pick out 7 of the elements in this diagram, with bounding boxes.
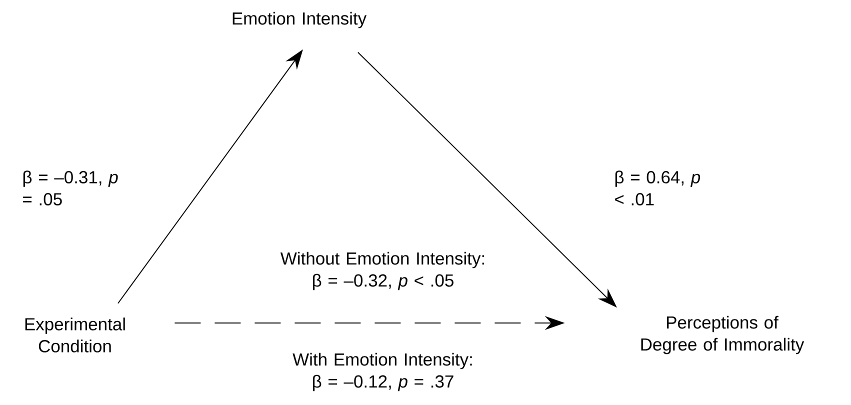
path-label: With Emotion Intensity: β = –0.12, p = .37 <box>292 352 472 392</box>
node-label: Perceptions of Degree of Immorality <box>641 316 804 354</box>
node-label: Emotion Intensity <box>232 12 367 28</box>
edge-label: β = 0.64, p < .01 <box>615 170 700 206</box>
edge-label: Without Emotion Intensity: β = –0.32, p < .05 <box>280 252 484 290</box>
edge-label: β = –0.31, p = .05 <box>23 170 118 206</box>
node-label: Experimental Condition <box>25 318 125 352</box>
